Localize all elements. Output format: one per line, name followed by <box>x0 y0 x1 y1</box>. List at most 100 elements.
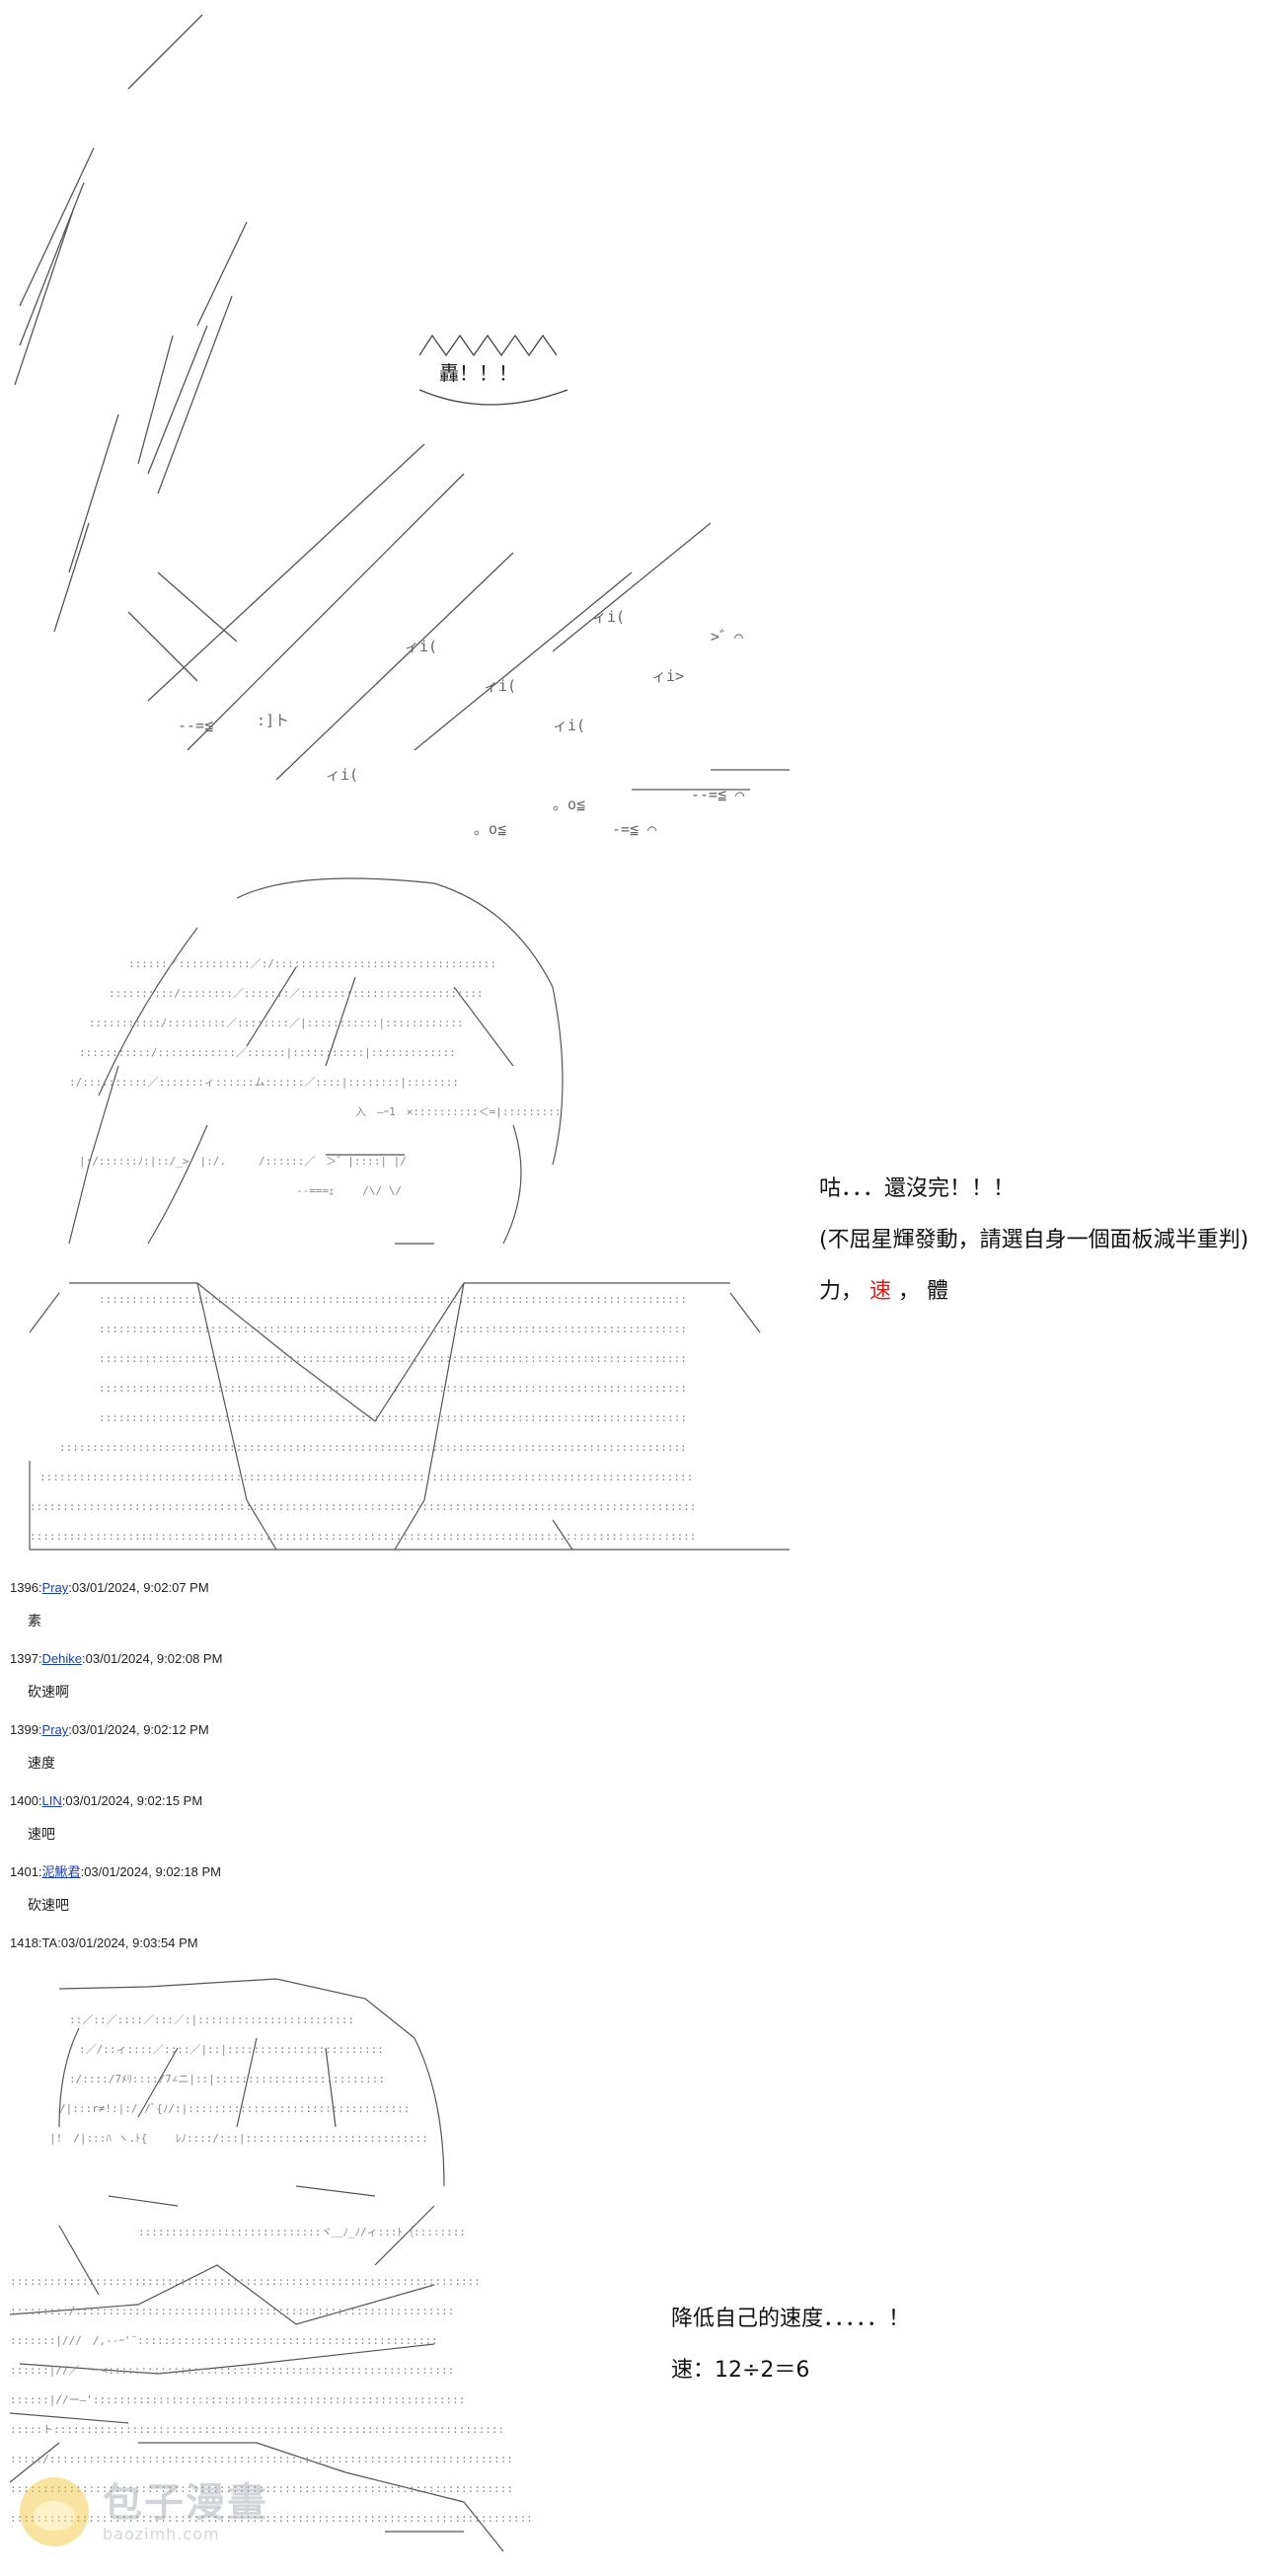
svg-text:::::::::::::::::::::::::::::::: ::::::::::::::::::::::::::::::::::::::::… <box>10 2275 481 2288</box>
explosion-sfx: 轟！！！ <box>439 361 518 385</box>
reply-author-link[interactable]: 泥鰍君 <box>41 1864 81 1879</box>
reply-body: 速吧 <box>28 1827 55 1843</box>
stat-options: 力， 速 ， 體 <box>819 1277 1248 1328</box>
reply-date: 03/01/2024, 9:02:18 PM <box>84 1864 221 1879</box>
svg-text:ィi(: ィi( <box>484 677 516 695</box>
svg-text:|! /|:::ﾊ ヽ.ﾄ{ ﾚﾉ::::/:::|::: |! /|:::ﾊ ヽ.ﾄ{ ﾚﾉ::::/:::|::::::::::::::… <box>49 2132 428 2145</box>
narration-line-1: 咕．．．還沒完！！！ <box>819 1176 1016 1201</box>
svg-text::::::::::/::::::::::::::::::::: :::::::::/::::::::::::::::::::::::::::::… <box>10 2305 454 2317</box>
character-bust-ascii-art: ::／::／::::／:::／:|:::::::::::::::::::::::… <box>0 1969 553 2571</box>
svg-text:--=≦: --=≦ <box>178 717 213 734</box>
svg-text:::::::::::::::::::::::::::::::: ::::::::::::::::::::::::::::::::::::::::… <box>39 1471 693 1483</box>
bust-art-svg: ::／::／::::／:::／:|:::::::::::::::::::::::… <box>9 1978 533 2552</box>
svg-text:/|:::r≠!:|:/ /ﾞ{ﾉ/:|::::::::::: /|:::r≠!:|:/ /ﾞ{ﾉ/:|::::::::::::::::::::… <box>59 2102 410 2115</box>
narration-line-2: 速：12÷2＝6 <box>671 2358 810 2383</box>
explosion-ascii-art: --=≦ :]ト 。o≦ 。o≦ -=≦ ⌒ --=≦ ⌒ ィi( ィi( ィi… <box>0 0 809 859</box>
svg-text:--=≦ ⌒: --=≦ ⌒ <box>691 786 744 803</box>
svg-text:::::::::::::::::::::::::::::::: ::::::::::::::::::::::::::::::::::::::::… <box>59 1441 687 1454</box>
svg-text:::::::::::::::::::::::::::::::: ::::::::::::::::::::::::::::::::::::::::… <box>10 2512 533 2525</box>
reply-date: 03/01/2024, 9:02:07 PM <box>71 1580 209 1595</box>
svg-text:ィi>: ィi> <box>651 667 684 685</box>
reply-date: 03/01/2024, 9:02:12 PM <box>71 1722 209 1737</box>
reply-number: 1418 <box>10 1935 38 1950</box>
reply-body: 速度 <box>28 1756 55 1772</box>
svg-text:。o≦: 。o≦ <box>474 820 506 838</box>
bun-logo-icon <box>20 2477 89 2546</box>
svg-text:ィi(: ィi( <box>326 766 358 784</box>
watermark-url: baozimh.com <box>103 2524 220 2543</box>
svg-text:::::::::::::::::::::::::::::::: ::::::::::::::::::::::::::::::::::::::::… <box>30 1500 697 1513</box>
reply-number: 1401 <box>10 1864 38 1879</box>
option-speed: 速 <box>869 1279 892 1304</box>
svg-text:::::::／:::::::::::／:/:::::::::: ::::::／:::::::::::／:/:::::::::::::::::::… <box>128 957 496 970</box>
reply-header: 1396:Pray:03/01/2024, 9:02:07 PM <box>10 1580 209 1595</box>
reply-post-header-only: 1418:TA:03/01/2024, 9:03:54 PM <box>10 1934 602 2006</box>
reply-body: 素 <box>28 1614 41 1629</box>
svg-text:::::::::::::::::::::::::::::::: ::::::::::::::::::::::::::::::::::::::::… <box>99 1323 687 1335</box>
narration-line-1: 降低自己的速度．．．．．！ <box>671 2307 911 2331</box>
svg-text:::::::::::::::::::::::::::::::: ::::::::::::::::::::::::::::::::::::::::… <box>99 1293 687 1306</box>
explosion-art-svg: --=≦ :]ト 。o≦ 。o≦ -=≦ ⌒ --=≦ ⌒ ィi( ィi( ィi… <box>14 14 790 838</box>
reply-post: 1401:泥鰍君:03/01/2024, 9:02:18 PM 砍速吧 <box>10 1863 602 1934</box>
reply-author: TA <box>41 1935 58 1950</box>
reply-header: 1401:泥鰍君:03/01/2024, 9:02:18 PM <box>10 1864 221 1879</box>
option-power: 力， <box>819 1279 864 1304</box>
svg-text::::::::::::/:::::::::／::::::::: :::::::::::/:::::::::／::::::::／|::::::::… <box>89 1017 464 1029</box>
reply-number: 1396 <box>10 1580 38 1595</box>
narration-line-2: (不屈星輝發動，請選自身一個面板減半重判) <box>819 1228 1249 1252</box>
site-watermark: 包子漫畫 baozimh.com <box>20 2467 316 2556</box>
svg-text:ィi(: ィi( <box>405 638 437 655</box>
svg-text:|:/::::::ﾉ:|::/_> |:/. /::::: |:/::::::ﾉ:|::/_> |:/. /::::::／ ＞゛|::::|… <box>79 1155 407 1168</box>
svg-text:::::::::::::::::::::::::::::::: ::::::::::::::::::::::::::::::::::::::::… <box>10 2482 513 2495</box>
character-portrait-ascii-art: ::::::／:::::::::::／:/:::::::::::::::::::… <box>0 869 799 1559</box>
watermark-brand: 包子漫畫 <box>103 2479 268 2526</box>
svg-text::]ト: :]ト <box>257 712 289 729</box>
reply-post: 1396:Pray:03/01/2024, 9:02:07 PM 素 <box>10 1579 602 1650</box>
svg-text:ィi(: ィi( <box>592 608 625 626</box>
reply-number: 1397 <box>10 1651 38 1666</box>
svg-text:::::::::::::::::::::::::::::::: ::::::::::::::::::::::::::::::::::::::::… <box>30 1530 697 1543</box>
svg-text:--===ｪ /\/ \/: --===ｪ /\/ \/ <box>296 1184 402 1197</box>
reply-date: 03/01/2024, 9:02:15 PM <box>65 1793 203 1808</box>
reply-post: 1400:LIN:03/01/2024, 9:02:15 PM 速吧 <box>10 1792 602 1863</box>
svg-text:ィi(: ィi( <box>553 717 585 734</box>
watermark-text-group: 包子漫畫 baozimh.com <box>103 2481 268 2543</box>
reply-header: 1418:TA:03/01/2024, 9:03:54 PM <box>10 1935 198 1950</box>
svg-text:>゛⌒: >゛⌒ <box>711 628 743 645</box>
reply-body: 砍速啊 <box>28 1685 69 1701</box>
reply-number: 1399 <box>10 1722 38 1737</box>
reply-author-link[interactable]: Pray <box>41 1580 69 1595</box>
svg-text:::::::|//ー―'::::::::::::::::::: ::::::|//ー―'::::::::::::::::::::::::::::… <box>10 2393 465 2406</box>
svg-text::::::::::::/::::::::::::／:::::: :::::::::::/::::::::::::／::::::|::::::::… <box>79 1046 456 1059</box>
reply-body: 砍速吧 <box>28 1898 69 1914</box>
scene3-narration: 降低自己的速度．．．．．！ 速：12÷2＝6 <box>671 2305 910 2407</box>
svg-text::／/::ィ::::／::::／|::|::::::::::: :／/::ィ::::／::::／|::|::::::::::::::::::::… <box>79 2043 384 2056</box>
reply-number: 1400 <box>10 1793 38 1808</box>
svg-text:::::::::::/::::::::／:::::::／::: ::::::::::/::::::::／:::::::／::::::::::::… <box>109 987 484 1000</box>
option-comma: ， <box>898 1279 921 1304</box>
svg-text:。o≦: 。o≦ <box>553 796 585 813</box>
svg-text::::::ト::::::::::::::::::::::::: :::::ト::::::::::::::::::::::::::::::::::… <box>10 2423 504 2436</box>
svg-text:::::::::::::::::::::::::::::::: ::::::::::::::::::::::::::::::::::::::::… <box>99 1411 687 1424</box>
svg-text:::::::|//／ ー<:::::::::::::::::: ::::::|//／ ー<:::::::::::::::::::::::::::… <box>10 2364 454 2377</box>
svg-text:::／::／::::／:::／:|:::::::::::::: ::／::／::::／:::／:|:::::::::::::::::::::::… <box>69 2013 354 2026</box>
svg-text::/::::/7ﾒﾘ::::/7∠ニ|::|::::::::: :/::::/7ﾒﾘ::::/7∠ニ|::|::::::::::::::::::… <box>69 2073 385 2085</box>
svg-text::::::/::::::::::::::::::::::::: :::::/::::::::::::::::::::::::::::::::::… <box>10 2453 513 2465</box>
reply-header: 1399:Pray:03/01/2024, 9:02:12 PM <box>10 1722 209 1737</box>
reply-post: 1399:Pray:03/01/2024, 9:02:12 PM 速度 <box>10 1721 602 1792</box>
reply-date: 03/01/2024, 9:02:08 PM <box>85 1651 223 1666</box>
reply-list: 1396:Pray:03/01/2024, 9:02:07 PM 素 1397:… <box>10 1579 602 2006</box>
reply-author-link[interactable]: LIN <box>41 1793 62 1808</box>
reply-author-link[interactable]: Dehike <box>41 1651 83 1666</box>
reply-header: 1400:LIN:03/01/2024, 9:02:15 PM <box>10 1793 203 1808</box>
reply-header: 1397:Dehike:03/01/2024, 9:02:08 PM <box>10 1651 223 1666</box>
portrait-art-svg: ::::::／:::::::::::／:/:::::::::::::::::::… <box>29 877 790 1551</box>
svg-text:入 ―ｰ1 ×::::::::::＜=|:::::::::: 入 ―ｰ1 ×::::::::::＜=|::::::::: <box>355 1105 561 1118</box>
reply-post: 1397:Dehike:03/01/2024, 9:02:08 PM 砍速啊 <box>10 1650 602 1721</box>
svg-text:::::::::::::::::::::::::::::::: ::::::::::::::::::::::::::::::::::::::::… <box>99 1352 687 1365</box>
svg-text:-=≦ ⌒: -=≦ ⌒ <box>612 820 656 838</box>
svg-text:::::::::::::::::::::::::::::::: ::::::::::::::::::::::::::::::::::::::::… <box>99 1382 687 1395</box>
reply-date: 03/01/2024, 9:03:54 PM <box>60 1935 198 1950</box>
reply-author-link[interactable]: Pray <box>41 1722 69 1737</box>
svg-text:::::::::::::::::::::::::::::ヾ＿: ::::::::::::::::::::::::::::ヾ＿ﾉ_ﾉ/ィ:::ﾄ｛… <box>138 2226 466 2238</box>
